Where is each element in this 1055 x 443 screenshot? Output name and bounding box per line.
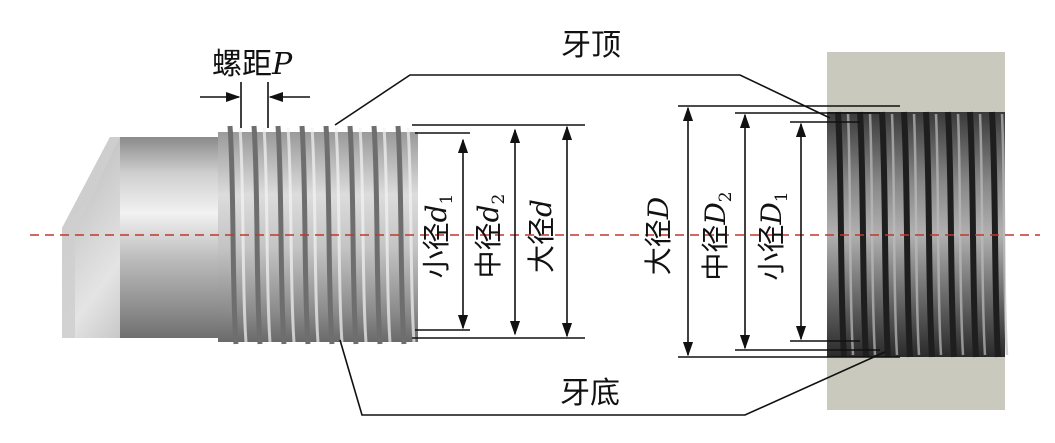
pitch-diameter-label: 中径d2 (472, 194, 509, 279)
major-diameter-label: 大径d (525, 199, 558, 273)
root-leader: 牙底 (339, 339, 886, 416)
internal-minor-diameter-label: 小径D1 (755, 191, 792, 280)
bolt-thread-groove (323, 125, 335, 345)
pitch-label: 螺距P (212, 47, 293, 82)
nut-thread-crest (1000, 113, 1009, 356)
internal-dimensions: 大径D 中径D2 小径D1 (642, 105, 900, 358)
bolt-thread-groove (395, 125, 407, 345)
bolt-thread-crest (262, 127, 272, 343)
crest-label: 牙顶 (561, 28, 621, 63)
internal-major-diameter-label: 大径D (642, 197, 675, 275)
bolt-thread-crest (382, 127, 392, 343)
bolt-thread-groove (275, 125, 287, 345)
nut-thread-crest (846, 113, 855, 356)
root-label: 牙底 (560, 376, 620, 411)
pitch-dimension: 螺距P (200, 47, 310, 128)
minor-diameter-label: 小径d1 (420, 194, 457, 279)
external-dimensions: 小径d1 中径d2 大径d (412, 124, 585, 339)
bolt-shank (120, 137, 220, 338)
nut-thread-groove (923, 111, 935, 358)
nut-thread-crest (890, 113, 899, 356)
crest-leader: 牙顶 (334, 28, 831, 126)
nut-thread-groove (967, 111, 979, 358)
internal-pitch-diameter-label: 中径D2 (699, 191, 736, 280)
bolt-chamfer-face (62, 137, 120, 338)
